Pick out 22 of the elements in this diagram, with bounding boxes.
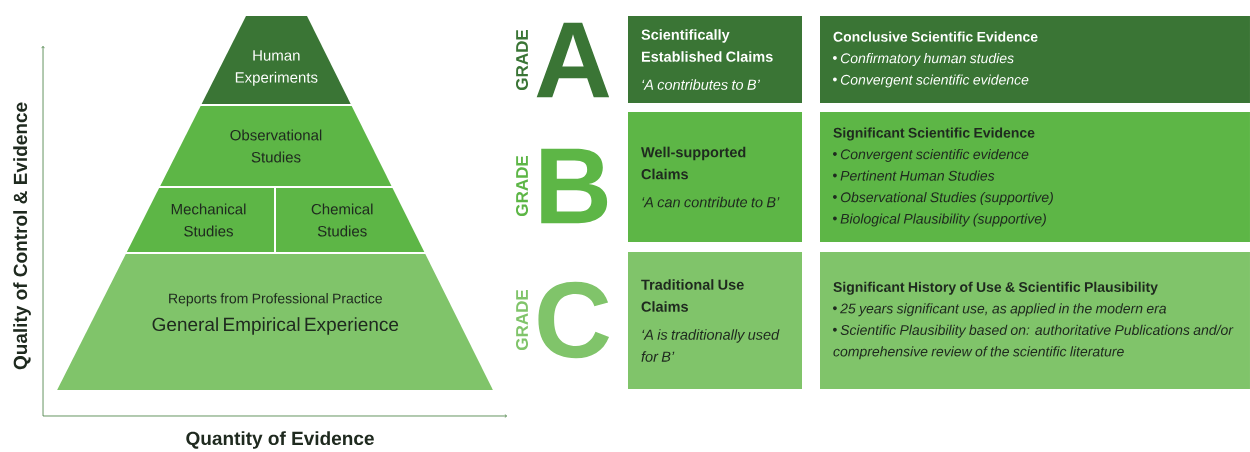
grade-box: Traditional Use Claims ‘A is traditionally used for B’ [628, 252, 802, 389]
grade-letter: A [536, 22, 610, 98]
pyramid-tier: Mechanical Studies [126, 188, 274, 252]
grade-word: GRADE [516, 29, 529, 90]
node-label: Chemical Studies [311, 203, 373, 237]
grade-box: Significant Scientific Evidence Convergent scientific evidence Pertinent Human Studies Observational Studies (supportive) Biological Plausibility (supportive) [820, 112, 1250, 242]
grade-letter: C [538, 281, 610, 359]
grade-word: GRADE [516, 155, 529, 216]
grade-letter: B [541, 148, 608, 224]
axis-label: Quality of Control & Evidence [13, 102, 31, 370]
pyramid-tier: Observational Studies [160, 106, 392, 186]
grade-box: Conclusive Scientific Evidence Confirmatory human studies Convergent scientific evidence [820, 16, 1250, 103]
pyramid-tier: Chemical Studies [276, 188, 425, 252]
pyramid-tier: Human Experiments [201, 16, 351, 104]
node-label: Mechanical Studies [171, 203, 246, 237]
grade-box: Significant History of Use & Scientific Plausibility 25 years significant use, as applied in the modern era Scientific Plausibility based on: authoritative Publications and/or comprehensive review of the scientific literature [820, 252, 1250, 389]
axis-label: Quantity of Evidence [186, 431, 374, 449]
grade-word: GRADE [516, 289, 529, 350]
grade-box: Scientifically Established Claims ‘A contributes to B’ [628, 16, 802, 103]
pyramid-tier: Reports from Professional Practice General Empirical Experience [57, 254, 493, 390]
node-label: Observational Studies [230, 129, 322, 163]
grade-box: Well-supported Claims ‘A can contribute to B’ [628, 112, 802, 242]
